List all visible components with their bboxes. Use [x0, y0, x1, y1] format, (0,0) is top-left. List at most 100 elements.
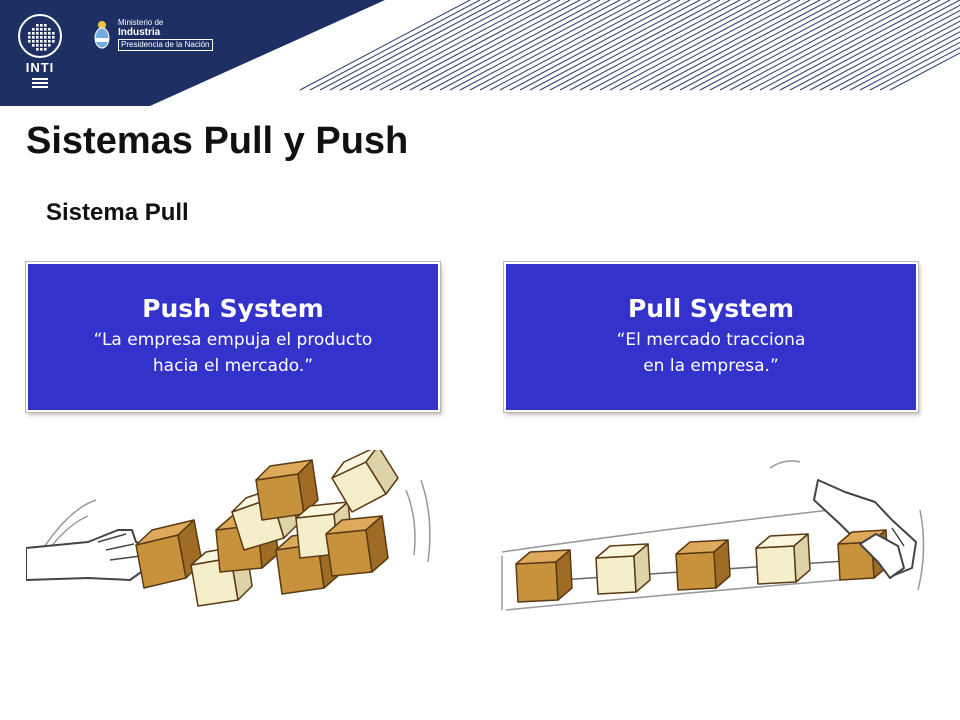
ministry-line2: Industria	[118, 27, 161, 38]
inti-globe-icon	[18, 14, 62, 58]
banner-stripe	[459, 0, 631, 91]
pull-card-quote: “El mercado tracciona en la empresa.”	[506, 327, 916, 379]
banner-stripe	[429, 0, 601, 91]
inti-dot	[36, 24, 39, 27]
inti-logo: INTI	[18, 14, 62, 94]
ministry-line1: Ministerio de	[118, 18, 164, 27]
banner-stripe	[699, 0, 871, 91]
banner-stripe	[389, 0, 561, 91]
banner-stripe	[489, 0, 661, 91]
banner-stripe	[589, 0, 761, 91]
banner-stripe	[579, 0, 751, 91]
inti-dot	[40, 28, 43, 31]
ministry-logo: Ministerio de Industria Presidencia de l…	[94, 18, 213, 58]
banner-stripe	[349, 0, 521, 91]
inti-dot	[36, 28, 39, 31]
banner-stripe	[379, 0, 551, 91]
inti-dot	[44, 40, 47, 43]
banner-stripe	[789, 0, 960, 91]
inti-dot	[44, 48, 47, 51]
banner-stripe	[609, 0, 781, 91]
pull-quote-line2: en la empresa.”	[643, 356, 779, 376]
banner-stripe	[599, 0, 771, 91]
banner-stripe	[839, 25, 960, 91]
banner-stripe	[469, 0, 641, 91]
inti-dot	[48, 28, 51, 31]
banner-stripe	[569, 0, 741, 91]
pull-boxes-image	[501, 460, 925, 611]
banner-stripe	[719, 0, 891, 91]
banner-stripe	[799, 4, 960, 91]
banner-stripe	[419, 0, 591, 91]
banner-stripe	[329, 0, 501, 91]
banner-stripe	[649, 0, 821, 91]
banner-stripe	[529, 0, 701, 91]
inti-dot	[40, 44, 43, 47]
banner-stripe	[399, 0, 571, 91]
inti-dot	[44, 28, 47, 31]
pull-system-card: Pull System “El mercado tracciona en la …	[504, 262, 918, 412]
pushing-hand-icon	[25, 529, 149, 581]
banner-stripe	[549, 0, 721, 91]
banner-stripe	[359, 0, 531, 91]
inti-dot	[36, 44, 39, 47]
inti-dot	[32, 36, 35, 39]
inti-dot	[44, 44, 47, 47]
banner-stripe	[679, 0, 851, 91]
inti-dot	[28, 40, 31, 43]
inti-dot	[48, 32, 51, 35]
inti-stripes-icon	[32, 78, 48, 90]
banner-stripe	[309, 0, 481, 91]
inti-dot	[36, 48, 39, 51]
inti-dot	[44, 36, 47, 39]
argentina-crest-icon	[94, 21, 110, 49]
pull-card-title: Pull System	[627, 294, 795, 323]
banner-stripe	[409, 0, 581, 91]
inti-dot	[40, 24, 43, 27]
banner-stripe	[439, 0, 611, 91]
inti-dot	[44, 32, 47, 35]
banner-stripe	[629, 0, 801, 91]
header-banner: INTI Ministerio de Industria Presidencia…	[0, 0, 960, 110]
push-card-title: Push System	[142, 294, 324, 323]
inti-dot	[52, 36, 55, 39]
push-card-quote: “La empresa empuja el producto hacia el …	[28, 327, 438, 379]
inti-dot	[36, 40, 39, 43]
banner-stripe	[749, 0, 921, 91]
banner-stripe	[869, 41, 960, 91]
inti-dot	[48, 44, 51, 47]
inti-dot	[52, 40, 55, 43]
pull-illustration	[500, 450, 930, 620]
inti-dot	[28, 36, 31, 39]
inti-dot	[40, 48, 43, 51]
pull-quote-line1: “El mercado tracciona	[616, 330, 806, 350]
banner-stripe	[659, 0, 831, 91]
banner-stripe	[449, 0, 621, 91]
banner-stripe	[809, 10, 960, 91]
banner-stripe	[849, 31, 960, 91]
banner-stripe	[859, 36, 960, 91]
inti-dot	[36, 32, 39, 35]
push-quote-line1: “La empresa empuja el producto	[93, 330, 373, 350]
banner-stripe	[709, 0, 881, 91]
banner-stripe	[619, 0, 791, 91]
banner-stripe	[369, 0, 541, 91]
push-illustration	[25, 445, 446, 620]
banner-graphic	[0, 0, 960, 106]
push-boxes-image	[25, 445, 431, 607]
banner-stripe	[769, 0, 941, 91]
banner-stripe	[319, 0, 491, 91]
banner-stripe	[819, 15, 960, 91]
inti-dot	[36, 36, 39, 39]
inti-dot	[32, 40, 35, 43]
banner-stripe	[779, 0, 951, 91]
inti-dot	[32, 28, 35, 31]
banner-stripe	[509, 0, 681, 91]
inti-dot	[44, 24, 47, 27]
banner-stripe	[519, 0, 691, 91]
banner-stripe	[889, 52, 960, 91]
section-subtitle: Sistema Pull	[46, 199, 189, 226]
page-title: Sistemas Pull y Push	[26, 120, 409, 162]
push-quote-line2: hacia el mercado.”	[152, 356, 314, 376]
banner-stripe	[739, 0, 911, 91]
